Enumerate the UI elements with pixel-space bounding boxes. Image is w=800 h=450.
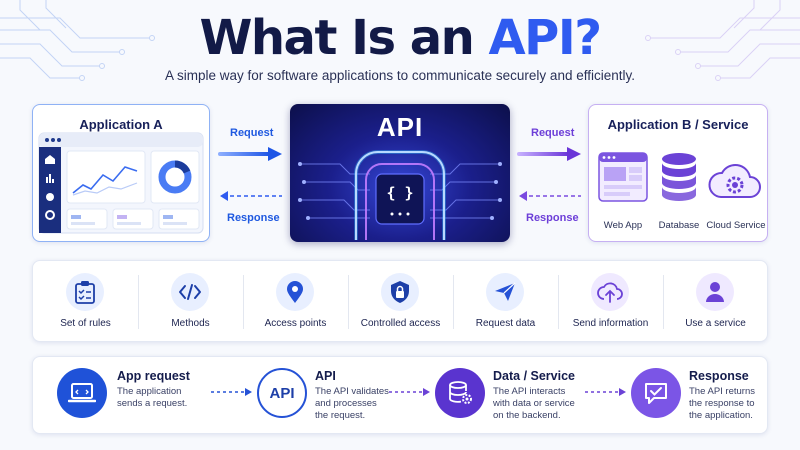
feature-controlled-access: Controlled access (348, 261, 453, 343)
dashboard-window-icon (38, 132, 204, 234)
divider (558, 275, 559, 329)
step-response-title: Response (689, 369, 749, 383)
user-icon (696, 273, 734, 311)
left-response-arrow-icon (220, 191, 282, 201)
step-app-request-desc: The application sends a request. (117, 386, 188, 409)
api-chip-icon (298, 150, 502, 240)
feature-label: Send information (572, 318, 649, 329)
divider (348, 275, 349, 329)
application-b-title: Application B / Service (607, 117, 749, 132)
right-request-arrow-icon (517, 147, 581, 161)
step-api-desc: The API validates and processes the requ… (315, 386, 389, 421)
application-a-panel: Application A (32, 104, 210, 242)
location-pin-icon (276, 273, 314, 311)
left-request-label: Request (230, 127, 274, 139)
cloud-gear-icon (708, 163, 761, 198)
application-a-title: Application A (79, 117, 163, 132)
divider (138, 275, 139, 329)
feature-label: Controlled access (360, 318, 441, 329)
step-arrow-icon (389, 388, 430, 396)
paper-plane-icon (486, 273, 524, 311)
api-brackets-glyph: { } (386, 184, 414, 202)
step-arrow-icon (585, 388, 626, 396)
process-steps-row: App request The application sends a requ… (32, 356, 768, 434)
step-data-service-title: Data / Service (493, 369, 575, 383)
feature-label: Set of rules (60, 318, 111, 329)
title-main: What Is an (199, 10, 489, 66)
right-response-arrow-icon (519, 191, 581, 201)
feature-label: Use a service (685, 318, 746, 329)
feature-label: Request data (475, 318, 536, 329)
app-b-item-database: Database (658, 220, 700, 231)
right-response-label: Response (526, 212, 579, 224)
feature-request-data: Request data (453, 261, 558, 343)
right-request-label: Request (531, 127, 575, 139)
laptop-icon (57, 368, 107, 418)
cloud-upload-icon (591, 273, 629, 311)
page-title: What Is an API? (0, 8, 800, 68)
left-request-arrow-icon (218, 147, 282, 161)
divider (243, 275, 244, 329)
feature-set-of-rules: Set of rules (33, 261, 138, 343)
step-arrow-icon (211, 388, 252, 396)
database-gear-icon (435, 368, 485, 418)
step-app-request-title: App request (117, 369, 190, 383)
api-hub-box: API { } (290, 104, 510, 242)
step-api-title: API (315, 369, 336, 383)
feature-use-a-service: Use a service (663, 261, 768, 343)
left-response-label: Response (227, 212, 280, 224)
api-badge-icon: API (257, 368, 307, 418)
database-icon (662, 153, 696, 201)
divider (453, 275, 454, 329)
feature-label: Access points (264, 318, 327, 329)
circuit-decoration-left (0, 0, 155, 81)
circuit-decoration-right (645, 0, 800, 81)
feature-label: Methods (171, 318, 210, 329)
feature-methods: Methods (138, 261, 243, 343)
app-b-item-web-app: Web App (603, 220, 643, 231)
code-brackets-icon (171, 273, 209, 311)
clipboard-checklist-icon (66, 273, 104, 311)
application-b-panel: Application B / Service Web App Database… (588, 104, 768, 242)
title-accent: API? (488, 10, 603, 66)
feature-access-points: Access points (243, 261, 348, 343)
feature-send-information: Send information (558, 261, 663, 343)
step-response-desc: The API returns the response to the appl… (689, 386, 756, 421)
step-data-service-desc: The API interacts with data or service o… (493, 386, 575, 421)
app-b-item-cloud-service: Cloud Service (706, 220, 766, 231)
chat-check-icon (631, 368, 681, 418)
api-hub-label: API (376, 112, 424, 142)
shield-lock-icon (381, 273, 419, 311)
api-badge-text: API (269, 384, 295, 402)
page-subtitle: A simple way for software applications t… (165, 68, 635, 83)
features-row: Set of rules Methods Access points Contr… (32, 260, 768, 342)
web-app-icon (598, 152, 648, 202)
divider (663, 275, 664, 329)
